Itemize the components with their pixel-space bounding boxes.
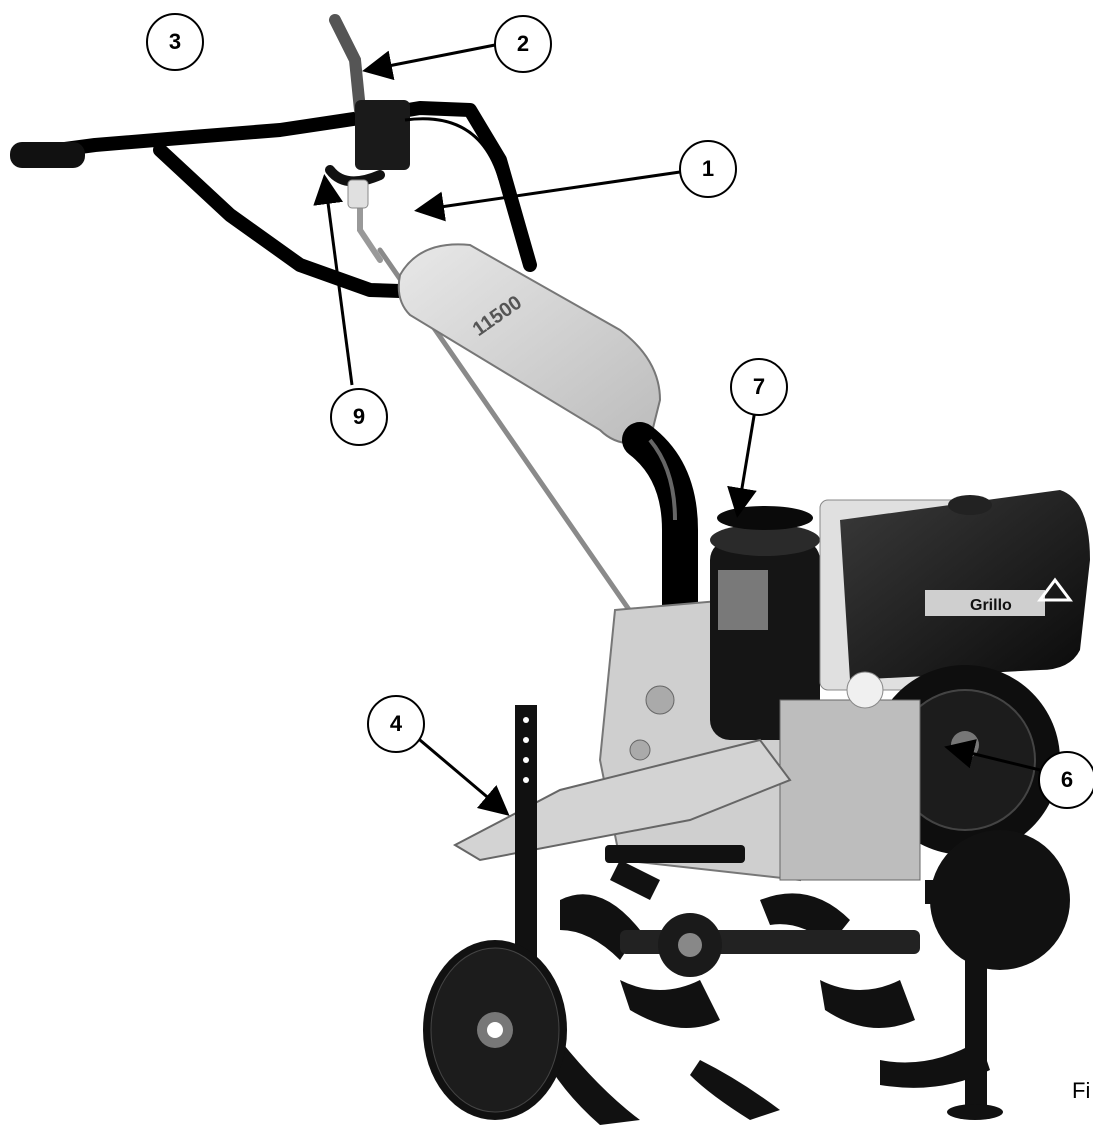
callout-9: 9	[330, 388, 388, 446]
engine: Grillo	[779, 490, 1090, 881]
arrow-7	[727, 409, 757, 518]
arrow-9	[313, 174, 354, 386]
control-box	[355, 100, 410, 170]
figure-label: Fi	[1072, 1078, 1091, 1103]
column	[622, 422, 698, 638]
handlebar	[10, 14, 537, 299]
tiller-tines	[540, 845, 990, 1125]
arrow-6	[944, 739, 1041, 772]
front-disc	[423, 940, 567, 1120]
arrow-2	[362, 43, 496, 81]
callout-2: 2	[494, 15, 552, 73]
callout-1: 1	[679, 140, 737, 198]
engine-brand-text: Grillo	[970, 597, 1012, 614]
arrow-4	[413, 733, 510, 816]
callout-6: 6	[1038, 751, 1093, 809]
support-leg	[925, 880, 1035, 1120]
callout-4: 4	[367, 695, 425, 753]
arrow-1	[414, 170, 681, 222]
hood: 11500	[397, 243, 662, 445]
callout-3: 3	[146, 13, 204, 71]
depth-bar	[515, 705, 537, 1005]
handle-grip	[10, 142, 85, 168]
callout-arrows	[313, 43, 1041, 816]
callout-7: 7	[730, 358, 788, 416]
fender	[452, 738, 792, 862]
